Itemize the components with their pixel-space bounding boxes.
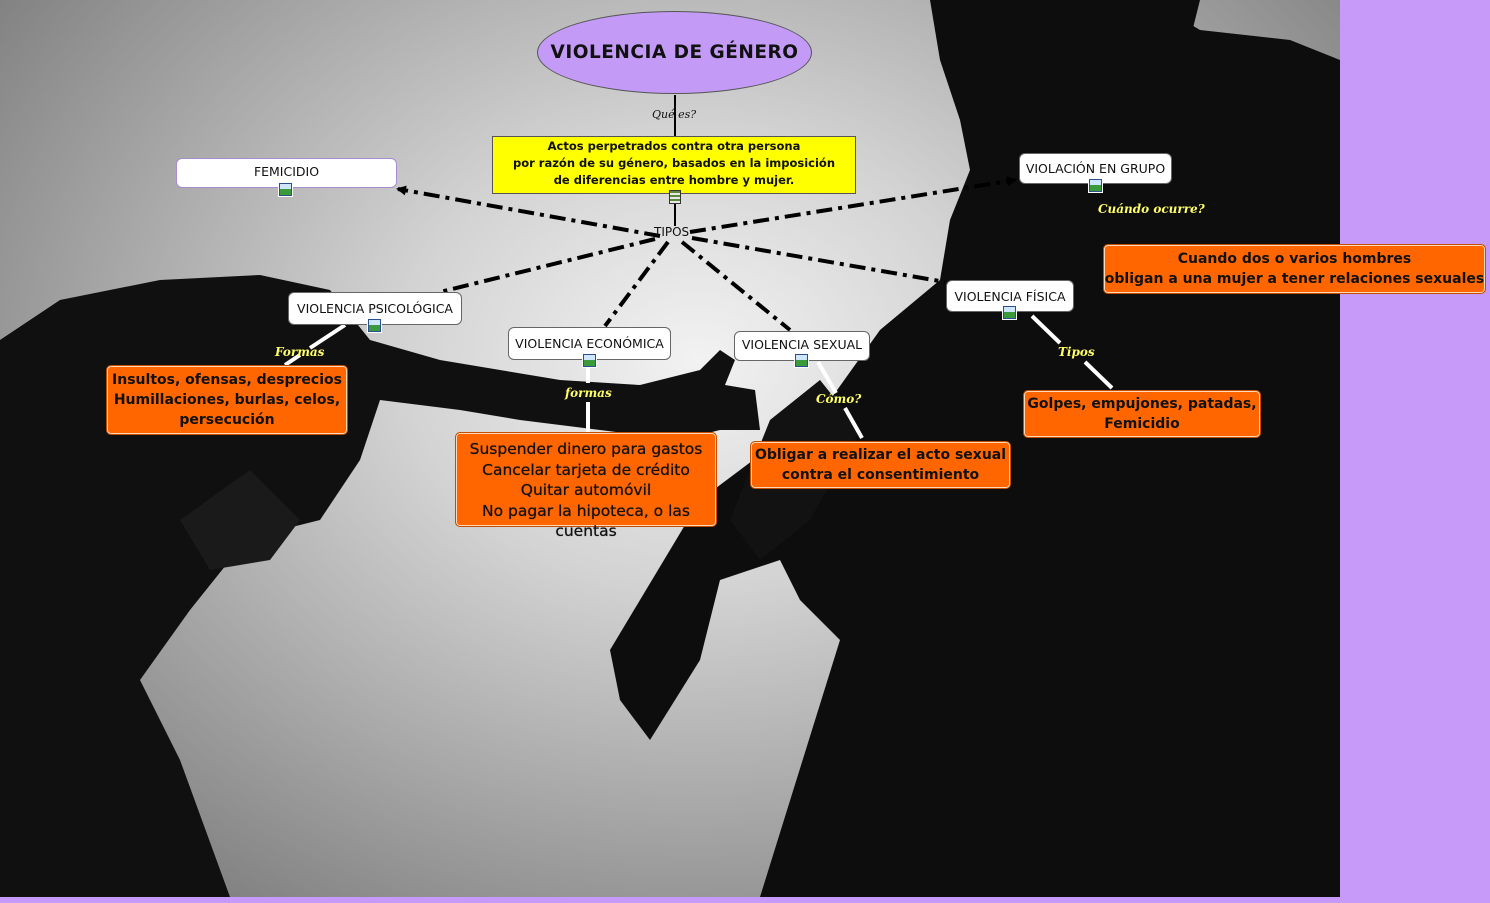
- link-como-sexual-detail: [845, 408, 862, 438]
- link-economica: [605, 242, 668, 326]
- title-text: VIOLENCIA DE GÉNERO: [551, 42, 799, 63]
- que-es-label: Qué es?: [652, 108, 696, 121]
- link-label-cuando-ocurre: Cuándo ocurre?: [1098, 202, 1205, 216]
- node-economica-label: VIOLENCIA ECONÓMICA: [515, 336, 664, 351]
- node-violacion-grupo-label: VIOLACIÓN EN GRUPO: [1026, 161, 1165, 176]
- detail-violencia-psicologica[interactable]: Insultos, ofensas, desprecios Humillacio…: [106, 365, 348, 435]
- title-node[interactable]: VIOLENCIA DE GÉNERO: [537, 11, 812, 94]
- node-femicidio-label: FEMICIDIO: [254, 164, 319, 179]
- node-fisica-label: VIOLENCIA FÍSICA: [954, 289, 1065, 304]
- film-icon[interactable]: [669, 190, 681, 204]
- detail-violencia-economica[interactable]: Suspender dinero para gastos Cancelar ta…: [455, 432, 717, 527]
- detail-violacion-grupo[interactable]: Cuando dos o varios hombres obligan a un…: [1103, 244, 1486, 294]
- link-label-formas-psicologica: Formas: [275, 345, 324, 359]
- node-psicologica-label: VIOLENCIA PSICOLÓGICA: [297, 301, 453, 316]
- link-fisica-tipos: [1032, 316, 1060, 343]
- image-icon[interactable]: [279, 183, 292, 196]
- tipos-label: TIPOS: [654, 225, 689, 239]
- image-icon[interactable]: [795, 354, 808, 367]
- image-icon[interactable]: [583, 354, 596, 367]
- image-icon[interactable]: [1089, 179, 1102, 192]
- detail-violencia-fisica[interactable]: Golpes, empujones, patadas, Femicidio: [1023, 390, 1261, 438]
- link-femicidio: [398, 189, 660, 236]
- node-sexual-label: VIOLENCIA SEXUAL: [742, 337, 862, 352]
- image-icon[interactable]: [1003, 306, 1016, 319]
- image-icon[interactable]: [368, 319, 381, 332]
- link-psicologica: [440, 239, 655, 292]
- detail-violencia-sexual[interactable]: Obligar a realizar el acto sexual contra…: [750, 441, 1011, 489]
- definition-node[interactable]: Actos perpetrados contra otra persona po…: [492, 136, 856, 194]
- link-fisica: [692, 238, 945, 282]
- link-tipos-fisica-detail: [1085, 362, 1112, 388]
- link-label-formas-economica: formas: [565, 386, 612, 400]
- concept-map-canvas: VIOLENCIA DE GÉNERO Qué es? Actos perpet…: [0, 0, 1340, 897]
- link-sexual-como: [818, 362, 836, 393]
- link-label-como: Cómo?: [816, 392, 861, 406]
- link-label-tipos-fisica: Tipos: [1058, 345, 1095, 359]
- link-sexual: [682, 242, 790, 330]
